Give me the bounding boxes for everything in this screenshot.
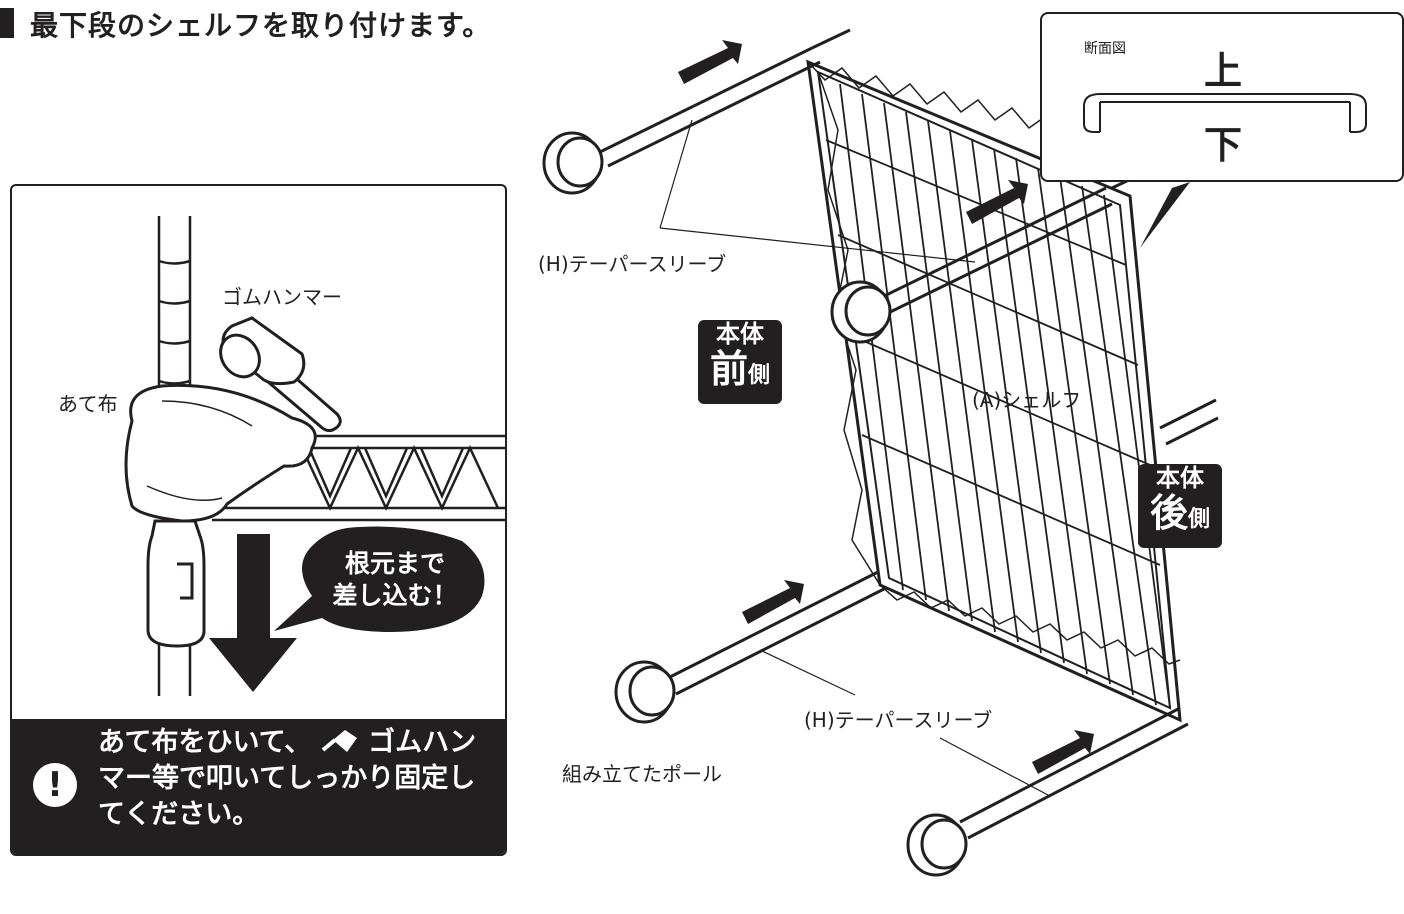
front-side-badge: 本体 前側 [698, 320, 782, 404]
leader-lines [659, 119, 1049, 796]
callout-line-2: 差し込む！ [332, 581, 458, 610]
sleeve-label-bottom: (H)テーパースリーブ [804, 708, 993, 732]
poles [599, 28, 1219, 840]
back-badge-top: 本体 [1156, 464, 1204, 492]
cross-section-bottom: 下 [1204, 123, 1243, 167]
warning-line-3: てください。 [98, 799, 260, 830]
down-arrow [209, 534, 297, 692]
shelf-label: (A)シェルフ [972, 388, 1082, 412]
front-badge-big: 前 [709, 347, 748, 391]
casters [542, 131, 968, 877]
back-badge-small: 側 [1188, 507, 1211, 532]
inset-panel: ゴムハンマー あて布 根元まで 差し込む！ ! あて布をひいて、 ゴムハン マー… [10, 184, 507, 856]
insert-arrows [678, 40, 1190, 774]
front-badge-top: 本体 [716, 320, 764, 348]
cross-section-top: 上 [1204, 49, 1243, 93]
cross-section-profile [1083, 93, 1367, 133]
callout-bubble [274, 526, 485, 632]
cross-section-label: 断面図 [1084, 41, 1126, 57]
warning-line-2: マー等で叩いてしっかり固定し [98, 763, 476, 794]
warning-text: あて布をひいて、 ゴムハン マー等で叩いてしっかり固定し てください。 [98, 725, 498, 833]
sleeve-part [146, 519, 206, 648]
pole-label: 組み立てたポール [562, 762, 722, 786]
cross-section-box: 断面図 上 下 [1040, 12, 1404, 182]
shelf-wires [825, 83, 1171, 709]
back-badge-big: 後 [1149, 491, 1188, 535]
pole-upper [157, 216, 192, 396]
callout-text: 根元まで 差し込む！ [310, 548, 480, 612]
cloth-cover [124, 383, 317, 523]
cloth-label: あて布 [58, 392, 118, 416]
front-badge-small: 側 [748, 363, 771, 388]
sleeve-label-top: (H)テーパースリーブ [538, 252, 727, 276]
back-side-badge: 本体 後側 [1138, 464, 1222, 548]
shelf-frame [806, 59, 1182, 723]
inset-illustration [124, 216, 505, 696]
warning-line-1b: ゴムハン [368, 727, 477, 758]
step-title: 最下段のシェルフを取り付けます。 [30, 9, 492, 42]
exclamation-icon: ! [33, 763, 77, 807]
mallet-label: ゴムハンマー [222, 285, 342, 309]
warning-bar: ! あて布をひいて、 ゴムハン マー等で叩いてしっかり固定し てください。 [12, 719, 505, 854]
step-marker [0, 8, 14, 38]
mallet [219, 316, 342, 433]
mallet-icon [321, 730, 357, 752]
callout-line-1: 根元まで [344, 549, 445, 578]
warning-line-1a: あて布をひいて、 [98, 727, 312, 758]
